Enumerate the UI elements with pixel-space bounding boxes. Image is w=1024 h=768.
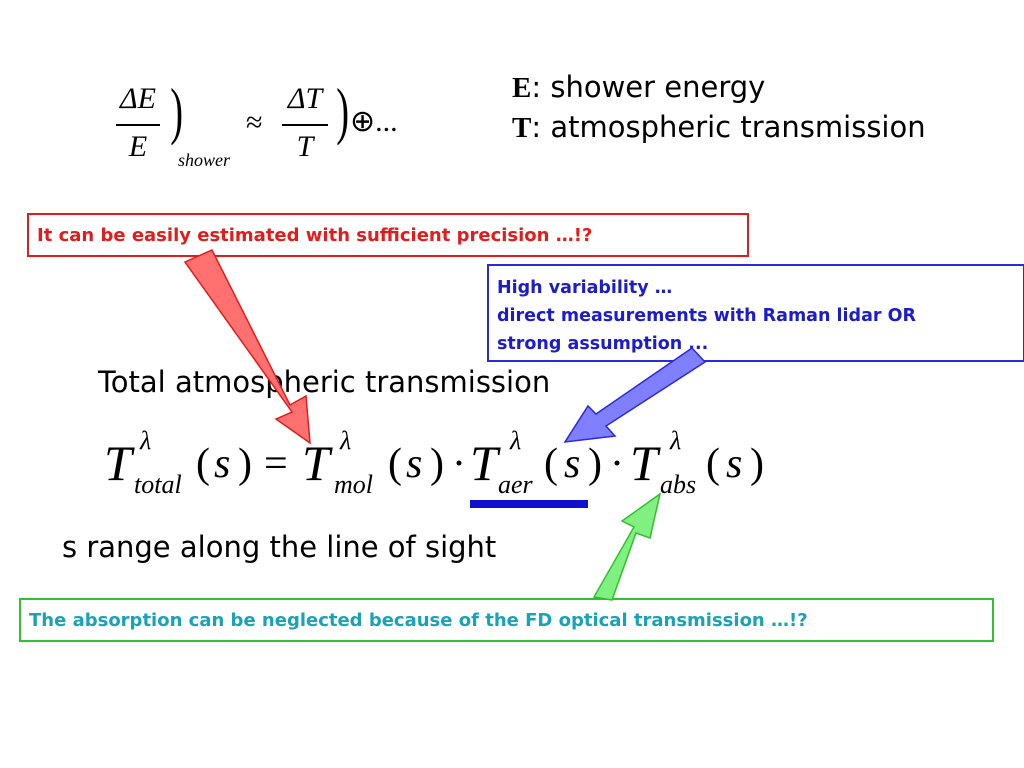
- delta-t-numerator: ΔT: [287, 82, 323, 115]
- fraction-bar: [282, 124, 328, 126]
- eq-sub-abs: abs: [660, 470, 697, 499]
- eq-lambda-mol: λ: [340, 426, 352, 455]
- variability-line-3: strong assumption ...: [497, 334, 709, 354]
- eq-sub-total: total: [134, 470, 182, 499]
- variability-line-2: direct measurements with Raman lidar OR: [497, 306, 916, 326]
- eq-close-1: ): [238, 441, 252, 487]
- legend-e-symbol: E: [512, 72, 532, 104]
- eq-T-abs: T: [630, 435, 658, 491]
- blue-arrow-icon: [563, 347, 707, 443]
- red-arrow-icon: [183, 249, 311, 445]
- legend-t-symbol: T: [512, 112, 532, 144]
- eq-lambda-aer: λ: [510, 426, 522, 455]
- eq-T-total: T: [104, 435, 132, 491]
- eq-sub-mol: mol: [334, 470, 373, 499]
- eq-lambda-abs: λ: [670, 426, 682, 455]
- fraction-bar: [116, 124, 160, 126]
- eq-T-aer: T: [470, 435, 498, 491]
- eq-close-4: ): [750, 441, 764, 487]
- eq-close-3: ): [588, 441, 602, 487]
- energy-resolution-formula: ΔE E ) shower ≈ ΔT T ) ⊕...: [112, 75, 432, 178]
- oplus-ellipsis: ⊕...: [350, 105, 398, 138]
- absorption-callout-box: The absorption can be neglected because …: [19, 598, 994, 642]
- transmission-equation: T λ total ( s ) = T λ mol ( s ) · T λ ae…: [104, 426, 784, 506]
- eq-dot-1: ·: [452, 441, 466, 487]
- eq-open-3: (: [544, 441, 558, 487]
- total-transmission-label: Total atmospheric transmission: [98, 365, 551, 399]
- eq-sub-aer: aer: [498, 470, 533, 499]
- variability-callout-box: High variability … direct measurements w…: [487, 264, 1024, 362]
- precision-callout-text: It can be easily estimated with sufficie…: [37, 225, 593, 246]
- eq-open-2: (: [388, 441, 402, 487]
- eq-equals: =: [264, 441, 288, 487]
- e-denominator: E: [128, 130, 148, 163]
- paren-right-1: ): [170, 75, 184, 146]
- eq-s-4: s: [726, 441, 743, 487]
- delta-e-numerator: ΔE: [120, 82, 156, 115]
- eq-s-3: s: [564, 441, 581, 487]
- eq-open-1: (: [196, 441, 210, 487]
- aer-underline: [470, 500, 588, 508]
- legend-e-text: : shower energy: [531, 70, 766, 104]
- eq-s-2: s: [406, 441, 423, 487]
- eq-s-1: s: [214, 441, 231, 487]
- eq-T-mol: T: [302, 435, 330, 491]
- eq-close-2: ): [430, 441, 444, 487]
- green-arrow-icon: [592, 492, 662, 601]
- shower-subscript: shower: [178, 150, 231, 170]
- t-denominator: T: [296, 130, 314, 163]
- legend-energy: E: shower energy: [512, 70, 765, 105]
- legend-t-text: : atmospheric transmission: [531, 110, 926, 144]
- legend-transmission: T: atmospheric transmission: [512, 110, 926, 145]
- absorption-callout-text: The absorption can be neglected because …: [29, 610, 808, 631]
- s-range-label: s range along the line of sight: [62, 530, 497, 564]
- approx-symbol: ≈: [246, 106, 263, 139]
- precision-callout-box: It can be easily estimated with sufficie…: [27, 213, 749, 257]
- variability-line-1: High variability …: [497, 278, 673, 298]
- paren-right-2: ): [336, 75, 350, 146]
- eq-lambda-total: λ: [140, 426, 152, 455]
- eq-open-4: (: [706, 441, 720, 487]
- eq-dot-2: ·: [610, 441, 624, 487]
